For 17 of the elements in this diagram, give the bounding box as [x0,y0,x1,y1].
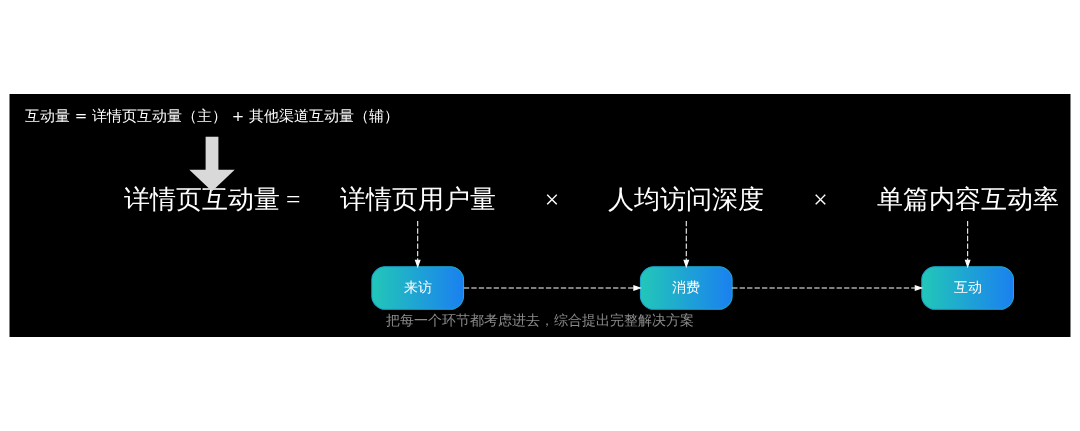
node-text: 单篇内容互动率 [876,185,1059,215]
arrow [189,136,235,192]
caption: 把每一个环节都考虑进去，综合提出完整解决方案 [386,311,694,328]
node-box: 互动 [921,266,1014,310]
node-text: 详情页用户量 [339,185,496,215]
arrow [731,285,924,291]
arrow [414,220,421,269]
node-text: 互动量 = 详情页互动量（主） + 其他渠道互动量（辅） [25,107,399,126]
label: × [813,185,828,215]
node-text: 详情页互动量 = [123,185,301,215]
node-box: 消费 [639,266,733,310]
node-box: 来访 [371,266,465,310]
arrow [683,220,690,269]
node-text: 人均访问深度 [608,185,765,215]
label: × [544,185,560,215]
arrow [964,220,971,269]
arrow [463,285,642,291]
